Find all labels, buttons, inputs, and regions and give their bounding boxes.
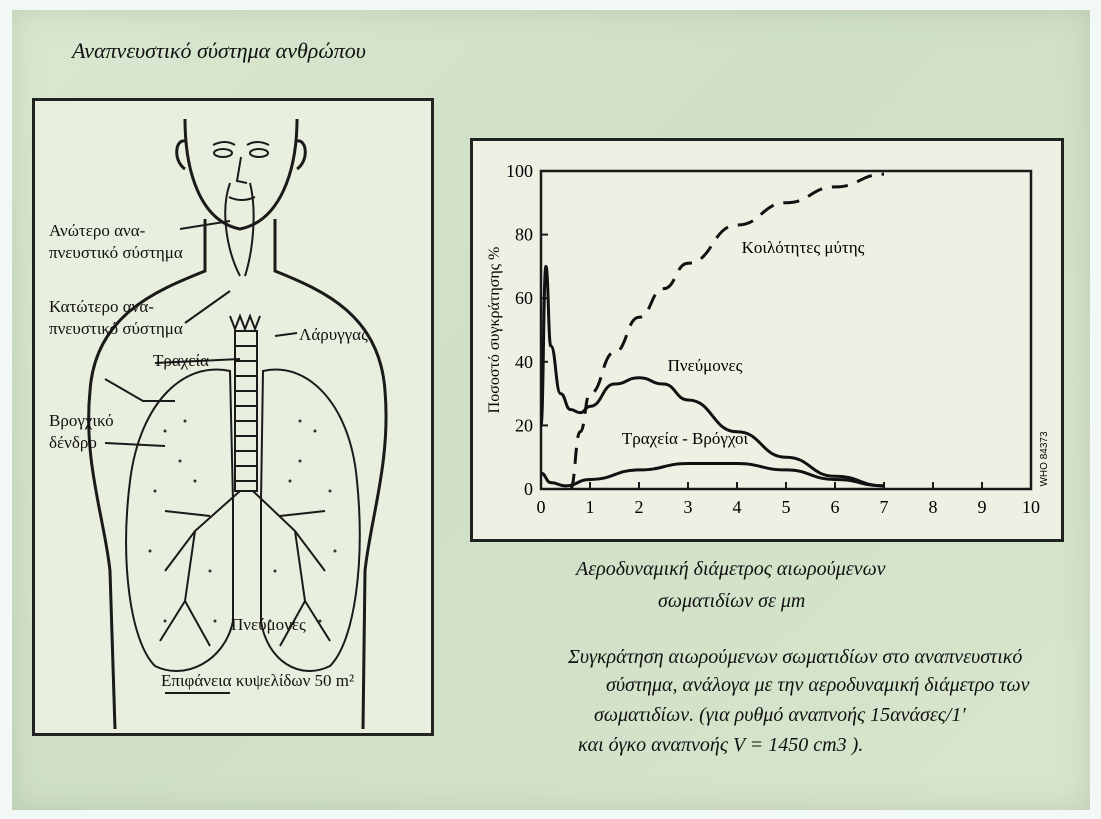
x-tick-label: 2 xyxy=(635,497,644,517)
series-line-2 xyxy=(541,464,884,486)
book-page: Αναπνευστικό σύστημα ανθρώπου xyxy=(12,10,1090,810)
label-upper-system-line1: Ανώτερο ανα- xyxy=(49,221,145,241)
label-bronchial-tree-line2: δένδρο xyxy=(49,433,97,453)
x-tick-label: 0 xyxy=(537,497,546,517)
caption-line-2: σύστημα, ανάλογα με την αεροδυναμική διά… xyxy=(606,674,1029,697)
y-tick-label: 60 xyxy=(515,288,533,308)
x-tick-label: 6 xyxy=(831,497,840,517)
page-title: Αναπνευστικό σύστημα ανθρώπου xyxy=(72,38,366,64)
x-tick-label: 9 xyxy=(978,497,987,517)
x-tick-label: 1 xyxy=(586,497,595,517)
series-label-lungs: Πνεύμονες xyxy=(668,356,743,375)
y-axis-label: Ποσοστό συγκράτησης % xyxy=(486,247,503,414)
y-tick-label: 0 xyxy=(524,479,533,499)
left-body-outline xyxy=(89,219,205,729)
x-tick-label: 5 xyxy=(782,497,791,517)
label-trachea: Τραχεία xyxy=(153,351,209,371)
label-upper-system-line2: πνευστικό σύστημα xyxy=(49,243,183,263)
label-lungs: Πνεύμονες xyxy=(231,615,306,635)
side-note: WHO 84373 xyxy=(1039,431,1050,486)
caption-line-3: σωματιδίων. (για ρυθμό αναπνοής 15ανάσες… xyxy=(594,704,966,727)
series-label-nose: Κοιλότητες μύτης xyxy=(742,238,865,257)
x-tick-label: 10 xyxy=(1022,497,1040,517)
face-outline xyxy=(185,119,297,229)
x-tick-label: 4 xyxy=(733,497,742,517)
caption-line-1: Συγκράτηση αιωρούμενων σωματιδίων στο αν… xyxy=(568,646,1022,669)
left-ear xyxy=(177,141,185,169)
right-body-outline xyxy=(275,219,386,729)
plot-area xyxy=(541,171,1031,489)
x-tick-label: 3 xyxy=(684,497,693,517)
series-label-trachea: Τραχεία - Βρόγχοι xyxy=(622,429,749,448)
chart-plot: 0 20 40 60 80 100 0 1 2 3 4 5 6 7 8 9 10 Ποσοστό συγκρά… xyxy=(473,141,1061,539)
label-larynx: Λάρυγγας xyxy=(299,325,368,345)
y-tick-label: 40 xyxy=(515,352,533,372)
retention-chart: 0 20 40 60 80 100 0 1 2 3 4 5 6 7 8 9 10 Ποσοστό συγκρά… xyxy=(470,138,1064,542)
y-tick-label: 80 xyxy=(515,225,533,245)
left-lung xyxy=(126,369,233,670)
series-line-1 xyxy=(541,266,884,485)
y-tick-label: 20 xyxy=(515,415,533,435)
anatomy-figure: Ανώτερο ανα- πνευστικό σύστημα Κατώτερο … xyxy=(32,98,434,736)
caption-line-4: και όγκο αναπνοής V = 1450 cm3 ). xyxy=(578,734,863,757)
x-axis-label-line1: Αεροδυναμική διάμετρος αιωρούμενων xyxy=(576,558,886,581)
label-bronchial-tree-line1: Βρογχικό xyxy=(49,411,114,431)
x-tick-label: 8 xyxy=(929,497,938,517)
label-alveolar-surface: Επιφάνεια κυψελίδων 50 m² xyxy=(161,671,354,691)
label-lower-system-line2: πνευστικό σύστημα xyxy=(49,319,183,339)
y-tick-label: 100 xyxy=(506,161,533,181)
x-tick-label: 7 xyxy=(880,497,889,517)
right-ear xyxy=(297,141,305,169)
x-axis-label-line2: σωματιδίων σε μm xyxy=(658,590,805,613)
label-lower-system-line1: Κατώτερο ανα- xyxy=(49,297,154,317)
